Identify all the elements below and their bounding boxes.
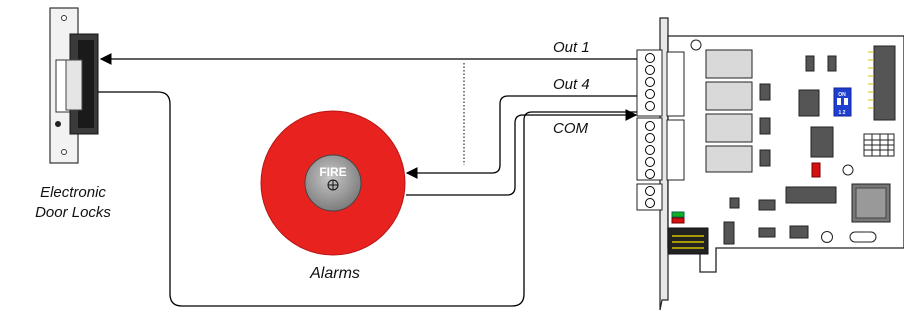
com-label: COM [553, 120, 589, 137]
relay-card-icon [636, 17, 904, 311]
out1-label: Out 1 [553, 39, 590, 56]
out4-label: Out 4 [553, 76, 590, 93]
dip-numbers-label: 1 2 [839, 110, 846, 116]
fire-label: FIRE [319, 165, 346, 179]
door-locks-label-line1: Electronic [40, 184, 106, 201]
dip-on-label: ON [838, 92, 846, 98]
fire-alarm-icon [260, 110, 406, 256]
wire-out4 [405, 95, 637, 179]
wire-alarm-com [406, 109, 638, 196]
wire-com-return [98, 91, 637, 307]
door-lock-icon [49, 7, 99, 164]
door-locks-label-line2: Door Locks [35, 204, 111, 221]
alarms-label: Alarms [309, 265, 360, 282]
